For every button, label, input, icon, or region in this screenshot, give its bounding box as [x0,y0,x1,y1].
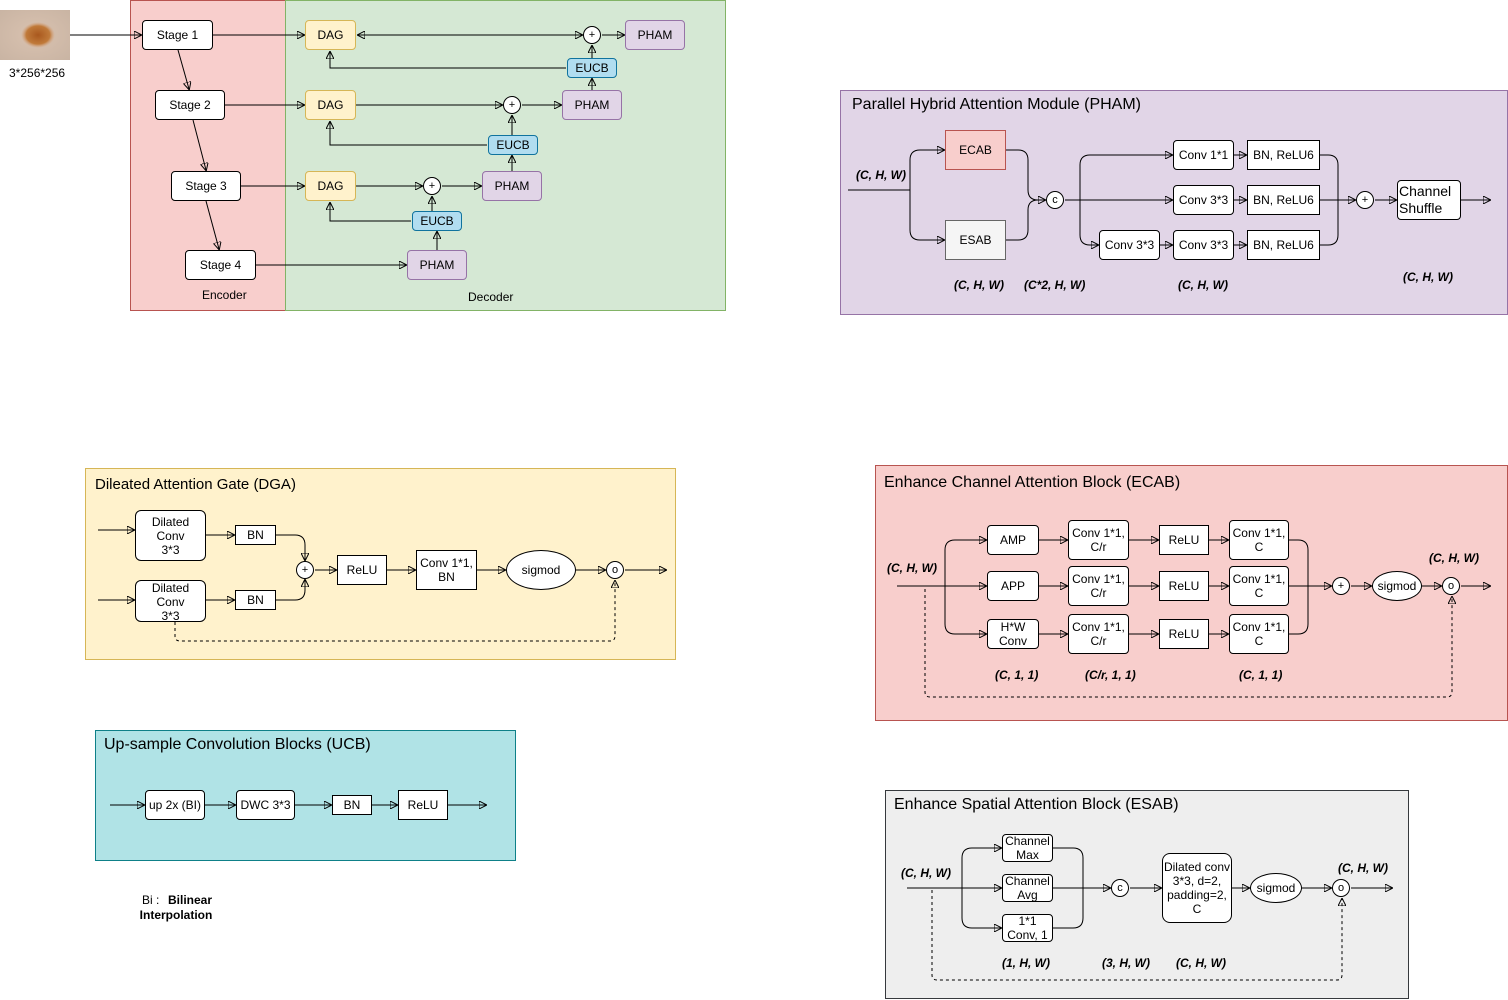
esab-title: Enhance Spatial Attention Block (ESAB) [894,796,1179,813]
pham-output-dim: (C, H, W) [1403,270,1453,284]
conv-cr-box-3: Conv 1*1, C/r [1068,614,1129,654]
eucb-box-1: EUCB [567,58,617,78]
bi-note-text: Bilinear Interpolation [139,893,213,922]
dga-conv-bn-box: Conv 1*1, BN [416,550,477,590]
conv-c-box-3: Conv 1*1, C [1229,614,1289,654]
pham-concat-dim: (C*2, H, W) [1024,278,1086,292]
pham-box-3: PHAM [482,171,542,201]
conv-c-box-1: Conv 1*1, C [1229,520,1289,560]
esab-box: ESAB [945,220,1006,260]
dga-title: Dileated Attention Gate (DGA) [95,476,296,493]
app-box: APP [987,571,1039,601]
dilated-conv-box: Dilated conv 3*3, d=2, padding=2, C [1162,853,1232,923]
hw-conv-box: H*W Conv [987,619,1039,649]
ecab-restored-dim: (C, 1, 1) [1239,668,1283,682]
concat-node: c [1046,191,1064,209]
dga-bn-box-2: BN [235,590,276,610]
esab-single-dim: (1, H, W) [1002,956,1050,970]
conv-c-box-2: Conv 1*1, C [1229,566,1289,606]
stage-3-box: Stage 3 [171,171,241,201]
pham-conv33-box-first: Conv 3*3 [1099,230,1160,260]
conv-cr-box-1: Conv 1*1, C/r [1068,520,1129,560]
ecab-pool-dim: (C, 1, 1) [995,668,1039,682]
ecab-add-node: + [1332,577,1350,595]
dag-box-2: DAG [305,90,356,120]
ecab-box: ECAB [945,130,1006,170]
dga-bn-box-1: BN [235,525,276,545]
pham-box-1: PHAM [625,20,685,50]
add-node-3: + [423,177,441,195]
pham-conv33-box-mid: Conv 3*3 [1173,185,1234,215]
ecab-relu-box-3: ReLU [1159,619,1209,649]
stage-4-box: Stage 4 [185,250,256,280]
ucb-relu-box: ReLU [398,790,448,820]
esab-multiply-node: o [1332,879,1350,897]
ecab-sigmoid-node: sigmod [1372,571,1422,601]
dga-relu-box: ReLU [337,555,387,585]
pham-module-title: Parallel Hybrid Attention Module (PHAM) [852,96,1142,113]
ucb-bn-box: BN [332,795,372,815]
pham-conv11-box: Conv 1*1 [1173,140,1234,170]
bn-relu6-box-3: BN, ReLU6 [1247,230,1320,260]
ecab-relu-box-2: ReLU [1159,571,1209,601]
eucb-box-2: EUCB [488,135,538,155]
dga-multiply-node: o [606,561,624,579]
pham-branch-dim: (C, H, W) [954,278,1004,292]
pham-conv-dim: (C, H, W) [1178,278,1228,292]
ecab-input-dim: (C, H, W) [887,561,937,575]
channel-shuffle-box: Channel Shuffle [1397,180,1461,220]
bi-note-prefix: Bi : [142,893,160,907]
decoder-region [285,0,726,311]
ecab-reduced-dim: (C/r, 1, 1) [1085,668,1136,682]
ucb-title: Up-sample Convolution Blocks (UCB) [104,736,371,753]
stage-1-box: Stage 1 [142,20,213,50]
esab-input-dim: (C, H, W) [901,866,951,880]
dga-sigmoid-node: sigmod [506,550,576,590]
channel-max-box: Channel Max [1002,834,1053,862]
encoder-label: Encoder [202,288,247,302]
esab-sigmoid-node: sigmod [1250,873,1302,903]
pham-conv33-box-second: Conv 3*3 [1173,230,1234,260]
ecab-relu-box-1: ReLU [1159,525,1209,555]
dag-box-1: DAG [305,20,356,50]
esab-concat-node: c [1111,879,1129,897]
amp-box: AMP [987,525,1039,555]
stage-2-box: Stage 2 [155,90,225,120]
pham-input-dim: (C, H, W) [856,168,906,182]
conv-cr-box-2: Conv 1*1, C/r [1068,566,1129,606]
dilated-conv-box-2: Dilated Conv 3*3 [135,580,206,622]
esab-conv-dim: (C, H, W) [1176,956,1226,970]
pham-box-2: PHAM [562,90,622,120]
pham-box-4: PHAM [407,250,467,280]
decoder-label: Decoder [468,290,514,304]
dwc-box: DWC 3*3 [236,790,295,820]
dag-box-3: DAG [305,171,356,201]
ecab-output-dim: (C, H, W) [1429,551,1479,565]
pham-add-node: + [1356,191,1374,209]
channel-avg-box: Channel Avg [1002,874,1053,902]
add-node-2: + [503,96,521,114]
lesion-thumbnail-image [0,10,70,60]
esab-three-dim: (3, H, W) [1102,956,1150,970]
dilated-conv-box-1: Dilated Conv 3*3 [135,510,206,561]
ecab-multiply-node: o [1442,577,1460,595]
dga-add-node: + [296,561,314,579]
eucb-box-3: EUCB [412,211,462,231]
esab-output-dim: (C, H, W) [1338,861,1388,875]
ecab-title: Enhance Channel Attention Block (ECAB) [884,474,1181,491]
bn-relu6-box-2: BN, ReLU6 [1247,185,1320,215]
input-size-label: 3*256*256 [9,66,66,80]
upsample-box: up 2x (BI) [145,790,205,820]
conv-1x1-box: 1*1 Conv, 1 [1002,914,1053,942]
add-node-1: + [583,26,601,44]
bn-relu6-box-1: BN, ReLU6 [1247,140,1320,170]
